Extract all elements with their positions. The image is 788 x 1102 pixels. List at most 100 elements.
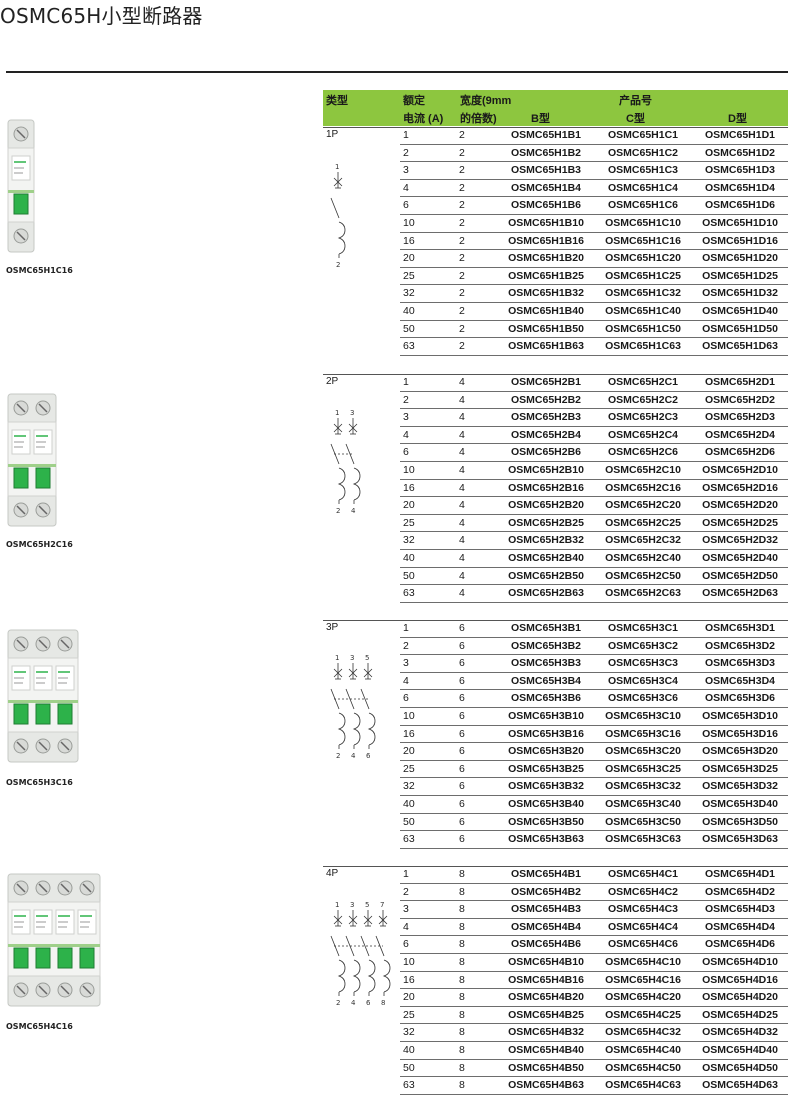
module-width: 2 — [459, 199, 465, 212]
group-divider — [323, 374, 788, 375]
rated-current: 25 — [403, 1008, 415, 1021]
c-curve-part-number: OSMC65H1C50 — [605, 322, 681, 335]
c-curve-part-number: OSMC65H2C4 — [607, 428, 679, 441]
module-width: 2 — [459, 304, 465, 317]
c-curve-part-number: OSMC65H3C2 — [607, 639, 679, 652]
terminal-number-bottom: 4 — [351, 752, 356, 760]
c-curve-part-number: OSMC65H4C10 — [605, 955, 681, 968]
rated-current: 1 — [403, 622, 409, 634]
b-curve-part-number: OSMC65H4B20 — [508, 991, 584, 1004]
pole-type-label: 4P — [326, 868, 339, 879]
d-curve-part-number: OSMC65H3D10 — [702, 709, 778, 722]
b-curve-part-number: OSMC65H4B3 — [510, 903, 582, 916]
b-curve-part-number: OSMC65H4B10 — [508, 955, 584, 968]
d-curve-part-number: OSMC65H2D1 — [704, 376, 776, 388]
d-curve-part-number: OSMC65H1D3 — [704, 164, 776, 177]
module-width: 8 — [459, 1061, 465, 1074]
b-curve-part-number: OSMC65H3B40 — [508, 797, 584, 810]
b-curve-part-number: OSMC65H3B25 — [508, 762, 584, 775]
rated-current: 10 — [403, 709, 415, 722]
rated-current: 63 — [403, 587, 415, 600]
d-curve-part-number: OSMC65H4D2 — [704, 885, 776, 898]
module-width: 6 — [459, 745, 465, 758]
rated-current: 10 — [403, 216, 415, 229]
b-curve-part-number: OSMC65H3B63 — [508, 833, 584, 846]
b-curve-part-number: OSMC65H1B4 — [510, 181, 582, 194]
terminal-number-bottom: 4 — [351, 999, 356, 1007]
d-curve-part-number: OSMC65H4D63 — [702, 1079, 778, 1092]
d-curve-part-number: OSMC65H1D50 — [702, 322, 778, 335]
d-curve-part-number: OSMC65H4D3 — [704, 903, 776, 916]
rated-current: 32 — [403, 287, 415, 300]
module-width: 8 — [459, 920, 465, 933]
c-curve-part-number: OSMC65H1C4 — [607, 181, 679, 194]
module-width: 6 — [459, 815, 465, 828]
terminal-number-top: 3 — [350, 901, 354, 909]
d-curve-part-number: OSMC65H4D10 — [702, 955, 778, 968]
breaker-image-2p — [6, 392, 58, 532]
terminal-number-top: 5 — [365, 901, 369, 909]
group-divider — [323, 620, 788, 621]
terminal-number-top: 7 — [380, 901, 384, 909]
rated-current: 10 — [403, 955, 415, 968]
rated-current: 16 — [403, 481, 415, 494]
d-curve-part-number: OSMC65H1D4 — [704, 181, 776, 194]
rated-current: 6 — [403, 692, 409, 705]
terminal-number-top: 5 — [365, 654, 369, 662]
header-b-type: B型 — [531, 113, 550, 125]
c-curve-part-number: OSMC65H4C25 — [605, 1008, 681, 1021]
module-width: 6 — [459, 622, 465, 634]
rated-current: 6 — [403, 199, 409, 212]
c-curve-part-number: OSMC65H1C20 — [605, 252, 681, 265]
product-caption: OSMC65H1C16 — [6, 266, 73, 275]
rated-current: 50 — [403, 322, 415, 335]
c-curve-part-number: OSMC65H3C25 — [605, 762, 681, 775]
rated-current: 32 — [403, 534, 415, 547]
d-curve-part-number: OSMC65H4D40 — [702, 1043, 778, 1056]
d-curve-part-number: OSMC65H1D25 — [702, 269, 778, 282]
b-curve-part-number: OSMC65H2B1 — [510, 376, 582, 388]
b-curve-part-number: OSMC65H4B63 — [508, 1079, 584, 1092]
d-curve-part-number: OSMC65H3D32 — [702, 780, 778, 793]
terminal-number-bottom: 2 — [336, 507, 340, 515]
c-curve-part-number: OSMC65H4C4 — [607, 920, 679, 933]
rated-current: 3 — [403, 903, 409, 916]
c-curve-part-number: OSMC65H4C2 — [607, 885, 679, 898]
module-width: 6 — [459, 709, 465, 722]
module-width: 6 — [459, 780, 465, 793]
header-c-type: C型 — [626, 113, 645, 125]
c-curve-part-number: OSMC65H1C16 — [605, 234, 681, 247]
b-curve-part-number: OSMC65H3B20 — [508, 745, 584, 758]
c-curve-part-number: OSMC65H1C6 — [607, 199, 679, 212]
d-curve-part-number: OSMC65H1D16 — [702, 234, 778, 247]
rated-current: 2 — [403, 393, 409, 406]
module-width: 2 — [459, 216, 465, 229]
c-curve-part-number: OSMC65H2C25 — [605, 516, 681, 529]
rated-current: 20 — [403, 499, 415, 512]
rated-current: 16 — [403, 234, 415, 247]
b-curve-part-number: OSMC65H3B4 — [510, 674, 582, 687]
module-width: 4 — [459, 411, 465, 424]
module-width: 6 — [459, 833, 465, 846]
module-width: 2 — [459, 181, 465, 194]
d-curve-part-number: OSMC65H3D2 — [704, 639, 776, 652]
rated-current: 40 — [403, 797, 415, 810]
module-width: 6 — [459, 762, 465, 775]
c-curve-part-number: OSMC65H4C63 — [605, 1079, 681, 1092]
rated-current: 2 — [403, 639, 409, 652]
d-curve-part-number: OSMC65H2D2 — [704, 393, 776, 406]
